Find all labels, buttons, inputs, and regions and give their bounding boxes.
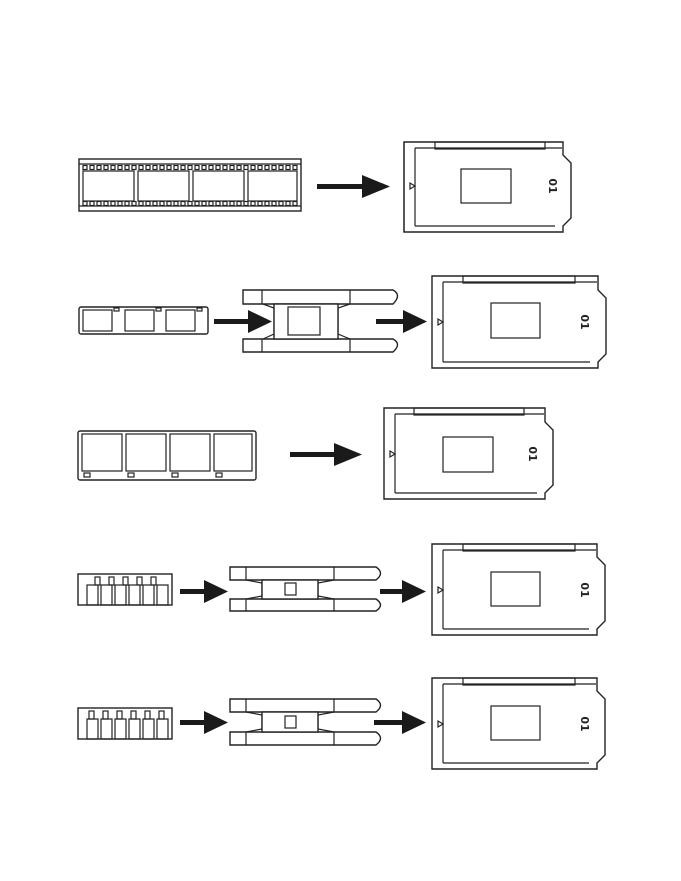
film-holder: 01 (404, 142, 571, 232)
holder-label: 01 (546, 178, 559, 193)
film-strip-35mm (79, 159, 301, 211)
row-3: 01 (78, 408, 553, 499)
holder-label: 01 (578, 716, 591, 731)
row-2: 01 (79, 276, 606, 368)
arrow-right-icon (290, 443, 362, 466)
film-holder: 01 (432, 276, 606, 368)
film-adapter (230, 567, 381, 611)
row-1: 01 (79, 142, 571, 232)
arrow-right-icon (317, 175, 390, 198)
arrow-right-icon (380, 580, 426, 603)
film-strip-110 (78, 708, 172, 739)
holder-label: 01 (526, 446, 539, 461)
arrow-right-icon (376, 310, 427, 333)
film-holder: 01 (432, 544, 605, 635)
film-holder: 01 (432, 678, 605, 769)
film-adapter (230, 699, 381, 745)
arrow-right-icon (374, 711, 426, 734)
film-strip-110 (78, 574, 172, 605)
holder-label: 01 (578, 314, 591, 329)
holder-label: 01 (578, 582, 591, 597)
row-4: 01 (78, 544, 605, 635)
arrow-right-icon (180, 580, 228, 603)
film-strip-short (79, 307, 208, 334)
arrow-right-icon (180, 711, 228, 734)
row-5: 01 (78, 678, 605, 769)
arrow-right-icon (214, 310, 272, 333)
film-strip-medium-format (78, 431, 256, 480)
film-holder: 01 (384, 408, 553, 499)
